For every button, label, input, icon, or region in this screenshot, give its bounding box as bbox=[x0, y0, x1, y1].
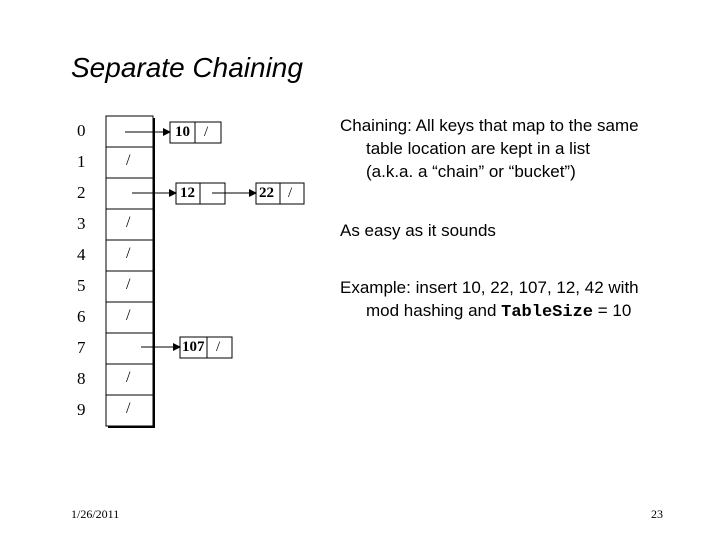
empty-slot-marker: / bbox=[126, 307, 131, 324]
node-value-12: 12 bbox=[180, 185, 195, 201]
node-value-107: 107 bbox=[182, 339, 205, 355]
bullet-example: Example: insert 10, 22, 107, 12, 42 with… bbox=[340, 276, 710, 324]
node-null-marker: / bbox=[216, 339, 221, 355]
bullet-easy: As easy as it sounds bbox=[340, 219, 710, 242]
bullet-text: (a.k.a. a “chain” or “bucket”) bbox=[366, 162, 576, 181]
empty-slot-marker: / bbox=[126, 152, 131, 169]
bullet-text: table location are kept in a list bbox=[366, 139, 590, 158]
index-label: 6 bbox=[77, 307, 86, 326]
bullet-text: As easy as it sounds bbox=[340, 221, 496, 240]
code-tablesize: TableSize bbox=[501, 303, 593, 322]
index-label: 8 bbox=[77, 369, 86, 388]
index-label: 9 bbox=[77, 400, 86, 419]
empty-slot-marker: / bbox=[126, 214, 131, 231]
index-label: 2 bbox=[77, 183, 86, 202]
index-label: 4 bbox=[77, 245, 86, 264]
bullet-chaining: Chaining: All keys that map to the same … bbox=[340, 114, 710, 183]
empty-slot-marker: / bbox=[126, 369, 131, 386]
empty-slot-marker: / bbox=[126, 245, 131, 262]
index-label: 1 bbox=[77, 152, 86, 171]
bullet-text: Example: insert 10, 22, 107, 12, 42 with bbox=[340, 278, 639, 297]
node-null-marker: / bbox=[288, 185, 293, 201]
footer-date: 1/26/2011 bbox=[71, 507, 120, 521]
node-null-marker: / bbox=[204, 124, 209, 140]
footer-page-number: 23 bbox=[651, 507, 663, 521]
bullet-line-2: mod hashing and TableSize = 10 bbox=[340, 299, 710, 324]
node-value-10: 10 bbox=[175, 124, 190, 140]
slide-title: Separate Chaining bbox=[71, 52, 303, 83]
empty-slot-marker: / bbox=[126, 400, 131, 417]
bullet-text: mod hashing and bbox=[366, 301, 502, 320]
empty-slot-marker: / bbox=[126, 276, 131, 293]
index-label: 7 bbox=[77, 338, 86, 357]
node-value-22: 22 bbox=[259, 185, 274, 201]
index-label: 5 bbox=[77, 276, 86, 295]
index-label: 3 bbox=[77, 214, 86, 233]
bullet-text: = 10 bbox=[592, 301, 632, 320]
index-label: 0 bbox=[77, 121, 86, 140]
bullet-text: Chaining: All keys that map to the same bbox=[340, 116, 639, 135]
